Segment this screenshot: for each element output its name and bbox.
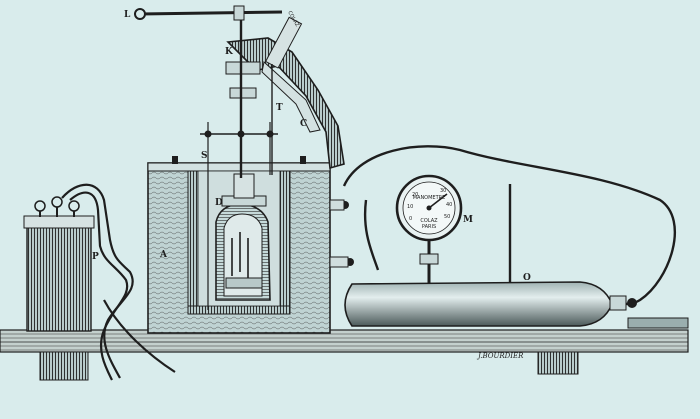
label-c: C (300, 119, 307, 129)
gauge-scale-3: 30 (440, 188, 446, 194)
label-o: O (523, 273, 531, 283)
pressure-tubing (342, 145, 677, 306)
label-k: K (225, 47, 234, 57)
gauge-top-text: MANOMETRE (413, 195, 446, 201)
label-m: M (463, 215, 473, 225)
label-l: L (124, 10, 131, 20)
engraver-signature: J.BOURDIER (476, 352, 524, 360)
gauge-scale-0: 0 (409, 216, 412, 222)
wooden-base (0, 329, 689, 381)
gas-cylinder (344, 281, 689, 329)
gauge-scale-5: 50 (444, 214, 450, 220)
gauge-scale-4: 40 (446, 202, 452, 208)
gauge-brand: COLAZ (420, 218, 438, 224)
battery-cell (23, 196, 95, 332)
gauge-sub: PARIS (422, 224, 436, 230)
label-s: S (201, 151, 208, 161)
label-d: D (215, 198, 223, 208)
lever-arm (134, 5, 283, 21)
piston-rods (200, 20, 278, 310)
press-frame (225, 16, 345, 170)
gauge-scale-2: 20 (412, 192, 418, 198)
inner-vessel (215, 173, 271, 301)
battery-wires (61, 183, 176, 381)
label-p: P (92, 252, 99, 262)
label-a: A (159, 250, 168, 260)
label-t: T (276, 103, 283, 113)
gauge-scale-1: 10 (407, 204, 413, 210)
